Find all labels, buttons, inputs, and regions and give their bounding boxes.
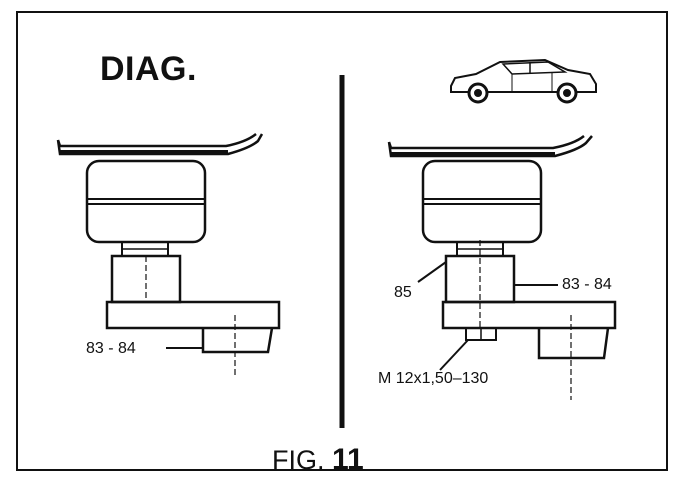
left-part-ref-label: 83 - 84 bbox=[86, 340, 136, 357]
right-assembly bbox=[387, 135, 617, 400]
right-lower-arm bbox=[441, 300, 617, 330]
car-illustration-icon bbox=[450, 58, 597, 104]
figure-border bbox=[16, 11, 668, 471]
left-lower-mount bbox=[201, 327, 274, 354]
left-lower-arm bbox=[105, 300, 281, 330]
left-upper-plate bbox=[56, 133, 264, 156]
left-assembly bbox=[56, 133, 281, 375]
right-part-85-label: 85 bbox=[394, 284, 412, 301]
bolt-spec-label: M 12x1,50–130 bbox=[378, 370, 489, 387]
figure-caption-prefix: FIG. bbox=[272, 445, 325, 475]
right-bolt-leader bbox=[439, 339, 469, 371]
diag-title: DIAG. bbox=[100, 50, 197, 88]
right-lower-mount bbox=[537, 327, 610, 360]
left-air-bag bbox=[85, 159, 207, 244]
right-air-bag bbox=[421, 159, 543, 244]
right-part-ref-label: 83 - 84 bbox=[562, 276, 612, 293]
right-upper-plate bbox=[387, 135, 593, 158]
figure-caption: FIG. 11 bbox=[272, 443, 364, 477]
figure-caption-number: 11 bbox=[332, 443, 364, 476]
right-85-leader bbox=[417, 261, 447, 283]
